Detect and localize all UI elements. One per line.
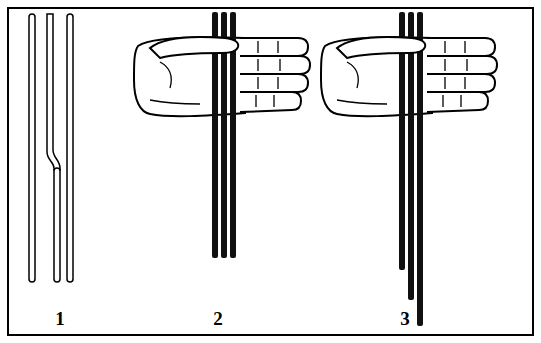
- panel-number: 2: [213, 309, 223, 328]
- panel-number: 3: [400, 309, 410, 328]
- hand-with-rods-staggered: [321, 12, 497, 326]
- frame: [8, 8, 533, 335]
- panel-number: 1: [55, 309, 65, 328]
- hand-with-rods-even: [134, 12, 310, 258]
- rods-loose: [29, 14, 73, 282]
